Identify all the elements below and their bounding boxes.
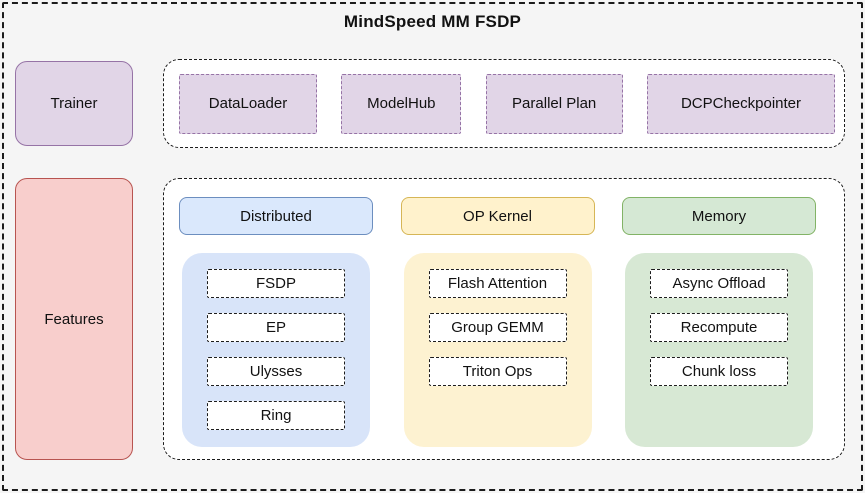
feature-item-async-offload: Async Offload	[650, 269, 788, 298]
component-modelhub: ModelHub	[341, 73, 462, 134]
distributed-body: FSDP EP Ulysses Ring	[182, 253, 370, 447]
feature-item-label: Ulysses	[249, 363, 303, 380]
features-label: Features	[44, 310, 104, 328]
feature-item-triton-ops: Triton Ops	[428, 357, 567, 386]
feature-column-op-kernel: OP Kernel Flash Attention Group GEMM Tri…	[400, 197, 595, 447]
column-header-label: Distributed	[240, 207, 312, 225]
feature-item-flash-attention: Flash Attention	[428, 269, 567, 298]
feature-item-label: Chunk loss	[681, 363, 757, 380]
trainer-components-container: DataLoader ModelHub Parallel Plan DCPChe…	[163, 59, 845, 148]
op-kernel-header: OP Kernel	[400, 197, 595, 235]
trainer-block: Trainer	[15, 61, 133, 146]
feature-item-label: Group GEMM	[451, 319, 544, 336]
memory-body: Async Offload Recompute Chunk loss	[625, 253, 813, 447]
features-columns-container: Distributed FSDP EP Ulysses Ring OP Kern…	[163, 178, 845, 460]
feature-item-label: EP	[265, 319, 286, 336]
op-kernel-body: Flash Attention Group GEMM Triton Ops	[403, 253, 592, 447]
column-header-label: OP Kernel	[463, 207, 532, 225]
distributed-header: Distributed	[179, 197, 373, 235]
component-parallel-plan: Parallel Plan	[485, 73, 623, 134]
feature-column-memory: Memory Async Offload Recompute Chunk los…	[622, 197, 816, 447]
feature-item-chunk-loss: Chunk loss	[650, 357, 788, 386]
feature-item-group-gemm: Group GEMM	[428, 313, 567, 342]
component-label: ModelHub	[367, 95, 436, 112]
memory-header: Memory	[622, 197, 816, 235]
feature-item-label: Ring	[260, 407, 292, 424]
feature-item-fsdp: FSDP	[207, 269, 345, 298]
features-block: Features	[15, 178, 133, 460]
feature-column-distributed: Distributed FSDP EP Ulysses Ring	[179, 197, 373, 447]
feature-item-label: Triton Ops	[462, 363, 533, 380]
trainer-label: Trainer	[50, 95, 98, 112]
feature-item-label: FSDP	[255, 275, 296, 292]
column-header-label: Memory	[691, 207, 747, 225]
component-dcpcheckpointer: DCPCheckpointer	[646, 73, 835, 134]
feature-item-recompute: Recompute	[650, 313, 788, 342]
component-label: DCPCheckpointer	[680, 95, 802, 112]
feature-item-label: Async Offload	[672, 275, 766, 292]
feature-item-ulysses: Ulysses	[207, 357, 345, 386]
component-label: DataLoader	[208, 95, 288, 112]
component-dataloader: DataLoader	[179, 73, 317, 134]
feature-item-label: Recompute	[680, 319, 758, 336]
feature-item-label: Flash Attention	[447, 275, 548, 292]
component-label: Parallel Plan	[512, 95, 597, 112]
feature-item-ring: Ring	[207, 401, 345, 430]
feature-item-ep: EP	[207, 313, 345, 342]
diagram-title: MindSpeed MM FSDP	[343, 12, 522, 31]
